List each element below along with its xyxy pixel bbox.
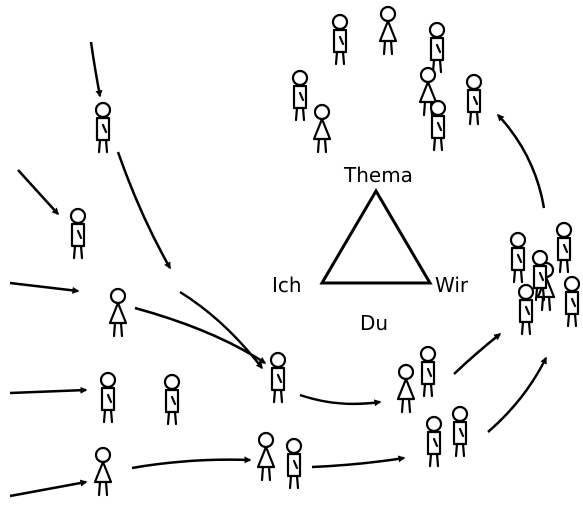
label-thema: Thema xyxy=(343,163,413,187)
person-figure xyxy=(108,287,128,338)
person-figure xyxy=(312,103,332,154)
people-figures xyxy=(69,5,581,497)
flow-arrow xyxy=(487,356,548,433)
flow-arrow xyxy=(9,479,88,498)
flow-arrow xyxy=(179,290,263,370)
flow-arrow xyxy=(134,306,267,365)
person-figure xyxy=(563,275,581,328)
person-figure xyxy=(378,5,398,56)
flow-arrow xyxy=(9,281,80,294)
flow-arrow xyxy=(311,455,406,469)
person-figure xyxy=(451,405,469,458)
person-figure xyxy=(517,283,535,336)
person-figure xyxy=(331,13,349,66)
flow-arrow xyxy=(453,333,502,375)
person-figure xyxy=(269,351,287,404)
flow-arrow xyxy=(17,169,59,216)
person-figure xyxy=(163,373,181,426)
person-figure xyxy=(285,437,303,490)
person-figure xyxy=(396,363,416,414)
person-figure xyxy=(93,446,113,497)
person-figure xyxy=(425,415,443,468)
person-figure xyxy=(94,101,112,154)
person-figure xyxy=(291,69,309,122)
flow-arrow xyxy=(131,456,252,470)
flow-arrow xyxy=(299,393,382,407)
person-figure xyxy=(419,345,437,398)
label-ich: Ich xyxy=(272,273,302,297)
person-figure xyxy=(99,371,117,424)
person-figure xyxy=(555,221,573,274)
flow-arrows xyxy=(9,41,548,498)
flow-arrow xyxy=(116,151,172,270)
person-figure xyxy=(429,99,447,152)
flow-arrow xyxy=(9,386,88,395)
person-figure xyxy=(509,231,527,284)
flow-arrow xyxy=(89,41,103,98)
person-figure xyxy=(428,21,446,74)
person-figure xyxy=(531,249,549,302)
label-du: Du xyxy=(360,311,388,335)
person-figure xyxy=(256,431,276,482)
person-figure xyxy=(69,207,87,260)
label-wir: Wir xyxy=(435,273,469,297)
person-figure xyxy=(465,73,483,126)
flow-arrow xyxy=(497,113,546,209)
tzi-triangle: Thema Ich Wir Du xyxy=(272,163,469,335)
